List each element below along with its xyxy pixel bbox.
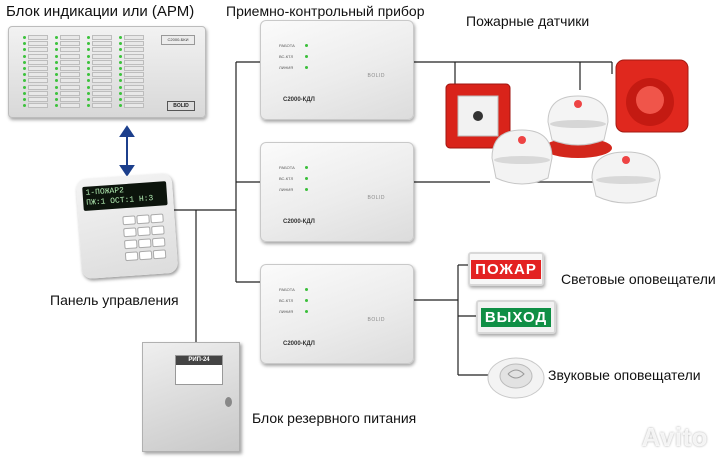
controller-brand: BOLID (367, 317, 385, 323)
led-column (87, 35, 115, 109)
led-label: ВС-КТЛ (279, 298, 294, 303)
fire-sensors-label: Пожарные датчики (466, 13, 590, 29)
light-alarms-label: Световые оповещатели (561, 271, 716, 287)
control-keypad-device: 1-ПОЖАР2 ПЖ:1 ОСТ:1 Н:3 (75, 172, 179, 280)
led-icon (305, 299, 308, 302)
led-icon (305, 66, 308, 69)
smoke-detector-icon (544, 95, 612, 158)
keypad-lcd: 1-ПОЖАР2 ПЖ:1 ОСТ:1 Н:3 (82, 181, 168, 211)
controller-brand: BOLID (367, 195, 385, 201)
led-icon (305, 55, 308, 58)
control-panel-label: Панель управления (50, 292, 179, 308)
lock-icon (225, 397, 232, 407)
led-label: ЛИНИЯ (279, 309, 294, 314)
smoke-detector-icon (491, 129, 553, 185)
backup-power-label: Блок резервного питания (252, 410, 417, 426)
led-icon (305, 44, 308, 47)
fire-sign-light-alarm: ПОЖАР (468, 252, 544, 286)
indication-screen: С2000-БКИ (161, 35, 195, 45)
controller-device-3: РАБОТА ВС-КТЛ ЛИНИЯ BOLID С2000-КДЛ (260, 264, 414, 364)
bolid-logo: BOLID (167, 101, 195, 111)
backup-power-device: РИП-24 (142, 342, 240, 452)
exit-sign-light-alarm: ВЫХОД (476, 300, 556, 334)
led-icon (305, 310, 308, 313)
led-label: РАБОТА (279, 165, 295, 170)
led-column (23, 35, 51, 109)
sound-alarm-icon (487, 357, 545, 399)
controller-device-2: РАБОТА ВС-КТЛ ЛИНИЯ BOLID С2000-КДЛ (260, 142, 414, 242)
led-icon (305, 177, 308, 180)
fire-sign-text: ПОЖАР (471, 259, 541, 279)
manual-call-point-icon (445, 83, 511, 149)
controller-model: С2000-КДЛ (283, 97, 315, 103)
psu-title: РИП-24 (176, 356, 222, 365)
controller-device-1: РАБОТА ВС-КТЛ ЛИНИЯ BOLID С2000-КДЛ (260, 20, 414, 120)
fire-sensors-illustration (445, 59, 689, 204)
indication-block-label: Блок индикации или (АРМ) (6, 3, 195, 20)
led-icon (305, 166, 308, 169)
led-icon (305, 188, 308, 191)
fire-sounder-icon (615, 59, 689, 133)
keypad-keys (122, 213, 167, 262)
double-arrow-icon (119, 125, 135, 177)
avito-watermark: Avito (641, 422, 708, 452)
controller-brand: BOLID (367, 73, 385, 79)
led-label: РАБОТА (279, 287, 295, 292)
led-column (55, 35, 83, 109)
led-label: ЛИНИЯ (279, 65, 294, 70)
smoke-detector-icon (591, 151, 661, 204)
control-device-label: Приемно-контрольный прибор (226, 3, 425, 19)
psu-nameplate: РИП-24 (175, 355, 223, 385)
led-label: РАБОТА (279, 43, 295, 48)
sound-alarms-label: Звуковые оповещатели (548, 367, 701, 383)
exit-sign-text: ВЫХОД (480, 307, 552, 327)
led-label: ВС-КТЛ (279, 54, 294, 59)
led-label: ЛИНИЯ (279, 187, 294, 192)
led-label: ВС-КТЛ (279, 176, 294, 181)
led-icon (305, 288, 308, 291)
controller-model: С2000-КДЛ (283, 341, 315, 347)
controller-model: С2000-КДЛ (283, 219, 315, 225)
led-column (119, 35, 147, 109)
indication-block-device: С2000-БКИ BOLID (8, 26, 206, 118)
